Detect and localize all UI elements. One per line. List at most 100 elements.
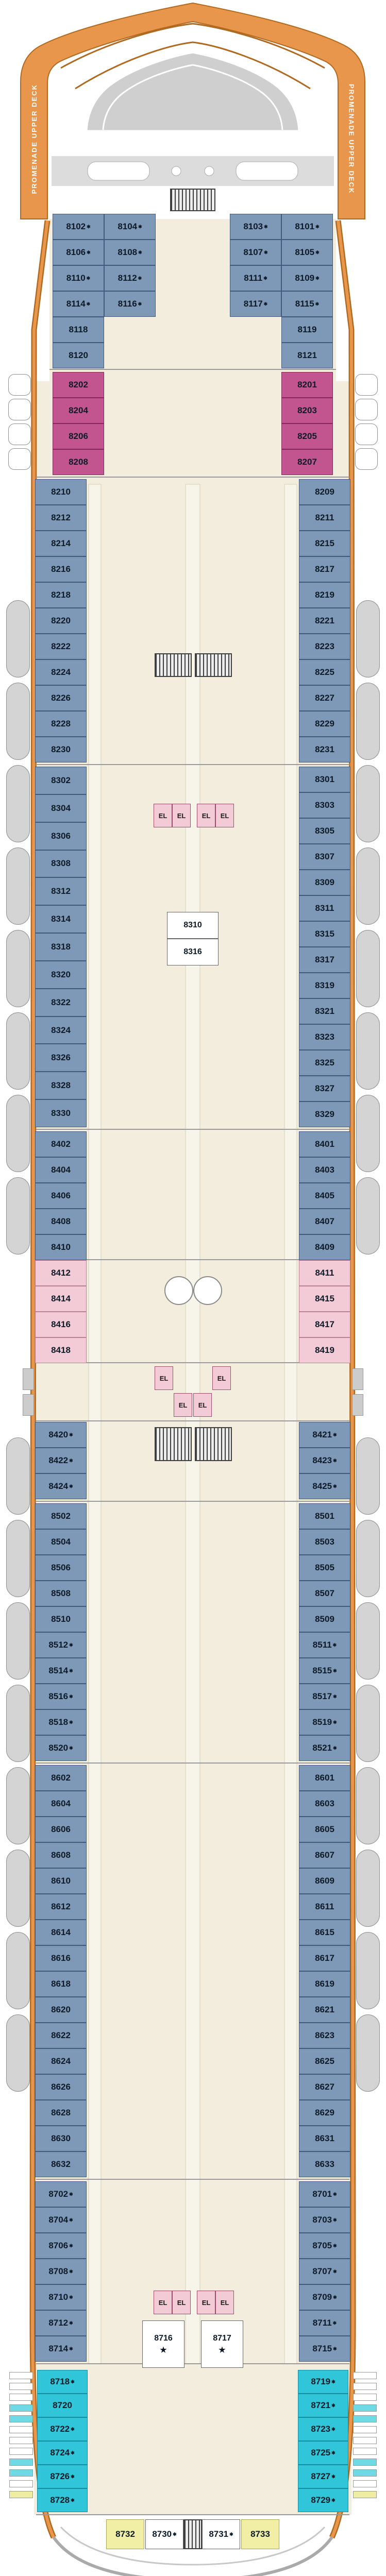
cabin-8518[interactable]: 8518✱: [35, 1709, 87, 1735]
cabin-8121[interactable]: 8121: [281, 343, 333, 368]
cabin-8201[interactable]: 8201: [281, 372, 333, 398]
cabin-8414[interactable]: 8414: [35, 1286, 87, 1312]
cabin-8612[interactable]: 8612: [35, 1894, 87, 1920]
cabin-8318[interactable]: 8318: [35, 933, 87, 961]
cabin-8220[interactable]: 8220: [35, 608, 87, 634]
cabin-8217[interactable]: 8217: [299, 556, 350, 582]
cabin-8711[interactable]: 8711✱: [299, 2310, 350, 2336]
cabin-8605[interactable]: 8605: [299, 1817, 350, 1842]
cabin-8215[interactable]: 8215: [299, 531, 350, 556]
cabin-8515[interactable]: 8515✱: [299, 1658, 350, 1684]
cabin-8631[interactable]: 8631: [299, 2126, 350, 2151]
elevator[interactable]: EL: [197, 804, 215, 827]
suite-cabin-8717[interactable]: 8717★: [201, 2320, 243, 2368]
cabin-8411[interactable]: 8411: [299, 1260, 350, 1286]
cabin-8715[interactable]: 8715✱: [299, 2336, 350, 2362]
cabin-8212[interactable]: 8212: [35, 505, 87, 531]
cabin-8629[interactable]: 8629: [299, 2100, 350, 2126]
cabin-8117[interactable]: 8117✱: [230, 291, 281, 317]
cabin-8623[interactable]: 8623: [299, 2023, 350, 2048]
cabin-8701[interactable]: 8701✱: [299, 2181, 350, 2207]
cabin-8230[interactable]: 8230: [35, 737, 87, 762]
cabin-8720[interactable]: 8720: [37, 2394, 88, 2417]
cabin-8229[interactable]: 8229: [299, 711, 350, 737]
cabin-8321[interactable]: 8321: [299, 998, 350, 1024]
cabin-8425[interactable]: 8425✱: [299, 1473, 350, 1499]
cabin-8119[interactable]: 8119: [281, 317, 333, 343]
cabin-8729[interactable]: 8729✱: [298, 2488, 348, 2512]
cabin-8615[interactable]: 8615: [299, 1920, 350, 1945]
cabin-8120[interactable]: 8120: [53, 343, 104, 368]
cabin-8610[interactable]: 8610: [35, 1868, 87, 1894]
cabin-8206[interactable]: 8206: [53, 423, 104, 449]
cabin-8607[interactable]: 8607: [299, 1842, 350, 1868]
cabin-8722[interactable]: 8722✱: [37, 2417, 88, 2441]
cabin-8224[interactable]: 8224: [35, 659, 87, 685]
cabin-8106[interactable]: 8106✱: [53, 240, 104, 265]
cabin-8503[interactable]: 8503: [299, 1529, 350, 1555]
cabin-8424[interactable]: 8424✱: [35, 1473, 87, 1499]
cabin-8507[interactable]: 8507: [299, 1581, 350, 1606]
cabin-8202[interactable]: 8202: [53, 372, 104, 398]
cabin-8302[interactable]: 8302: [35, 767, 87, 794]
cabin-8307[interactable]: 8307: [299, 844, 350, 870]
cabin-8512[interactable]: 8512✱: [35, 1632, 87, 1658]
cabin-8732[interactable]: 8732: [106, 2519, 144, 2549]
cabin-8208[interactable]: 8208: [53, 449, 104, 475]
cabin-8328[interactable]: 8328: [35, 1072, 87, 1100]
cabin-8608[interactable]: 8608: [35, 1842, 87, 1868]
cabin-8625[interactable]: 8625: [299, 2048, 350, 2074]
cabin-8609[interactable]: 8609: [299, 1868, 350, 1894]
cabin-8310[interactable]: 8310: [167, 912, 219, 939]
elevator[interactable]: EL: [172, 804, 191, 827]
cabin-8204[interactable]: 8204: [53, 398, 104, 423]
cabin-8616[interactable]: 8616: [35, 1945, 87, 1971]
cabin-8210[interactable]: 8210: [35, 479, 87, 505]
cabin-8114[interactable]: 8114✱: [53, 291, 104, 317]
cabin-8211[interactable]: 8211: [299, 505, 350, 531]
cabin-8404[interactable]: 8404: [35, 1157, 87, 1183]
cabin-8312[interactable]: 8312: [35, 877, 87, 906]
cabin-8107[interactable]: 8107✱: [230, 240, 281, 265]
elevator[interactable]: EL: [172, 2291, 191, 2314]
cabin-8311[interactable]: 8311: [299, 895, 350, 921]
cabin-8718[interactable]: 8718✱: [37, 2370, 88, 2394]
cabin-8621[interactable]: 8621: [299, 1997, 350, 2023]
cabin-8727[interactable]: 8727✱: [298, 2465, 348, 2488]
cabin-8421[interactable]: 8421✱: [299, 1422, 350, 1448]
cabin-8315[interactable]: 8315: [299, 921, 350, 947]
cabin-8105[interactable]: 8105✱: [281, 240, 333, 265]
cabin-8209[interactable]: 8209: [299, 479, 350, 505]
cabin-8628[interactable]: 8628: [35, 2100, 87, 2126]
elevator[interactable]: EL: [212, 1366, 231, 1390]
cabin-8603[interactable]: 8603: [299, 1791, 350, 1817]
cabin-8203[interactable]: 8203: [281, 398, 333, 423]
cabin-8405[interactable]: 8405: [299, 1183, 350, 1209]
cabin-8724[interactable]: 8724✱: [37, 2441, 88, 2465]
cabin-8606[interactable]: 8606: [35, 1817, 87, 1842]
cabin-8705[interactable]: 8705✱: [299, 2233, 350, 2259]
cabin-8301[interactable]: 8301: [299, 767, 350, 792]
cabin-8231[interactable]: 8231: [299, 737, 350, 762]
cabin-8110[interactable]: 8110✱: [53, 265, 104, 291]
cabin-8624[interactable]: 8624: [35, 2048, 87, 2074]
cabin-8708[interactable]: 8708✱: [35, 2259, 87, 2284]
cabin-8205[interactable]: 8205: [281, 423, 333, 449]
cabin-8223[interactable]: 8223: [299, 634, 350, 659]
cabin-8710[interactable]: 8710✱: [35, 2284, 87, 2310]
cabin-8216[interactable]: 8216: [35, 556, 87, 582]
cabin-8619[interactable]: 8619: [299, 1971, 350, 1997]
cabin-8501[interactable]: 8501: [299, 1503, 350, 1529]
cabin-8510[interactable]: 8510: [35, 1606, 87, 1632]
cabin-8320[interactable]: 8320: [35, 960, 87, 989]
cabin-8304[interactable]: 8304: [35, 794, 87, 822]
cabin-8419[interactable]: 8419: [299, 1337, 350, 1363]
cabin-8704[interactable]: 8704✱: [35, 2207, 87, 2233]
cabin-8728[interactable]: 8728✱: [37, 2488, 88, 2512]
cabin-8401[interactable]: 8401: [299, 1131, 350, 1157]
cabin-8617[interactable]: 8617: [299, 1945, 350, 1971]
cabin-8317[interactable]: 8317: [299, 947, 350, 973]
cabin-8222[interactable]: 8222: [35, 634, 87, 659]
cabin-8712[interactable]: 8712✱: [35, 2310, 87, 2336]
cabin-8626[interactable]: 8626: [35, 2074, 87, 2100]
